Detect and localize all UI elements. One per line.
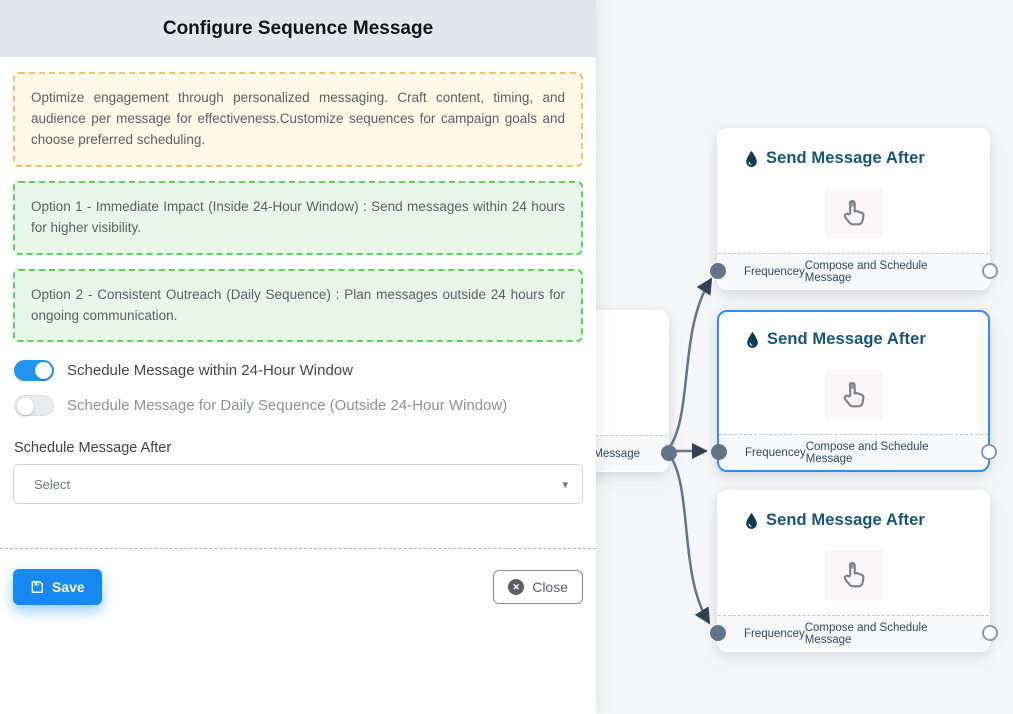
schedule-after-label: Schedule Message After	[14, 440, 172, 457]
tap-placeholder[interactable]	[824, 188, 883, 238]
toggle-row-daily-sequence: Schedule Message for Daily Sequence (Out…	[14, 395, 583, 417]
node-2-footer: Frequencey Compose and Schedule Message	[719, 434, 988, 470]
node-3-input-handle[interactable]	[710, 625, 726, 641]
water-drop-icon	[746, 150, 757, 167]
node-title: Send Message After	[766, 149, 925, 167]
node-title: Send Message After	[767, 330, 926, 348]
option1-notice: Option 1 - Immediate Impact (Inside 24-H…	[13, 180, 583, 255]
node-3-output-handle[interactable]	[982, 625, 998, 641]
frequency-label[interactable]: Frequencey	[745, 446, 806, 459]
daily-sequence-toggle[interactable]	[14, 395, 54, 417]
node-1-input-handle[interactable]	[710, 263, 726, 279]
node-2-body[interactable]	[719, 356, 988, 434]
hand-tap-icon	[843, 381, 864, 408]
node-1-title-row: Send Message After	[718, 129, 989, 168]
node-2-title-row: Send Message After	[719, 312, 988, 349]
toggle-knob	[17, 397, 34, 415]
node-3-footer: Frequencey Compose and Schedule Message	[718, 615, 989, 651]
water-drop-icon	[746, 512, 757, 529]
option2-notice: Option 2 - Consistent Outreach (Daily Se…	[13, 268, 583, 343]
compose-schedule-label[interactable]: Compose and Schedule Message	[804, 259, 928, 284]
tap-placeholder[interactable]	[824, 550, 883, 600]
tap-placeholder[interactable]	[824, 370, 883, 420]
water-drop-icon	[747, 331, 758, 348]
node-2-output-handle[interactable]	[981, 444, 997, 460]
close-button[interactable]: ✕ Close	[493, 570, 583, 605]
panel-body: Optimize engagement through personalized…	[0, 57, 596, 606]
node-3-title-row: Send Message After	[718, 491, 989, 530]
frequency-label[interactable]: Frequencey	[744, 265, 805, 278]
hand-tap-icon	[843, 199, 864, 226]
close-icon: ✕	[508, 579, 525, 596]
edge-to-node-3	[666, 450, 711, 625]
node-send-message-after-2[interactable]: Send Message After Frequencey Compose an…	[711, 310, 997, 472]
frequency-label[interactable]: Frequencey	[744, 627, 805, 640]
node-1-footer: Frequencey Compose and Schedule Message	[718, 253, 989, 289]
select-value: Select	[34, 476, 71, 492]
node-send-message-after-3[interactable]: Send Message After Frequencey Compose an…	[710, 490, 998, 652]
node-title: Send Message After	[766, 511, 925, 529]
node-3-body[interactable]	[718, 535, 989, 615]
toggle-knob	[35, 362, 52, 380]
within-24h-toggle-label: Schedule Message within 24-Hour Window	[67, 362, 353, 380]
footer-divider	[0, 548, 596, 550]
intro-notice: Optimize engagement through personalized…	[13, 72, 583, 167]
panel-header: Configure Sequence Message	[0, 0, 596, 57]
source-output-handle[interactable]	[661, 445, 677, 461]
configure-sequence-panel: Configure Sequence Message Optimize enga…	[0, 0, 596, 606]
node-1-body[interactable]	[718, 173, 989, 253]
action-buttons: Save ✕ Close	[13, 569, 583, 606]
save-icon	[31, 581, 43, 594]
node-1-output-handle[interactable]	[982, 263, 998, 279]
schedule-after-select[interactable]: Select ▾	[13, 464, 583, 505]
page-title: Configure Sequence Message	[162, 17, 434, 39]
node-send-message-after-1[interactable]: Send Message After Frequencey Compose an…	[710, 128, 998, 290]
edge-to-node-1	[666, 277, 713, 452]
within-24h-toggle[interactable]	[14, 360, 54, 382]
node-2-input-handle[interactable]	[711, 444, 727, 460]
toggle-row-within-24h: Schedule Message within 24-Hour Window	[14, 360, 583, 382]
save-button-label: Save	[52, 579, 85, 596]
chevron-down-icon: ▾	[562, 478, 568, 491]
compose-schedule-label[interactable]: Compose and Schedule Message	[804, 621, 928, 646]
daily-sequence-toggle-label: Schedule Message for Daily Sequence (Out…	[67, 397, 508, 415]
save-button[interactable]: Save	[13, 569, 102, 606]
compose-schedule-label[interactable]: Compose and Schedule Message	[805, 440, 929, 465]
close-button-label: Close	[532, 579, 568, 596]
flow-canvas[interactable]: ce Message Send Message After	[396, 0, 1013, 714]
hand-tap-icon	[843, 561, 864, 588]
